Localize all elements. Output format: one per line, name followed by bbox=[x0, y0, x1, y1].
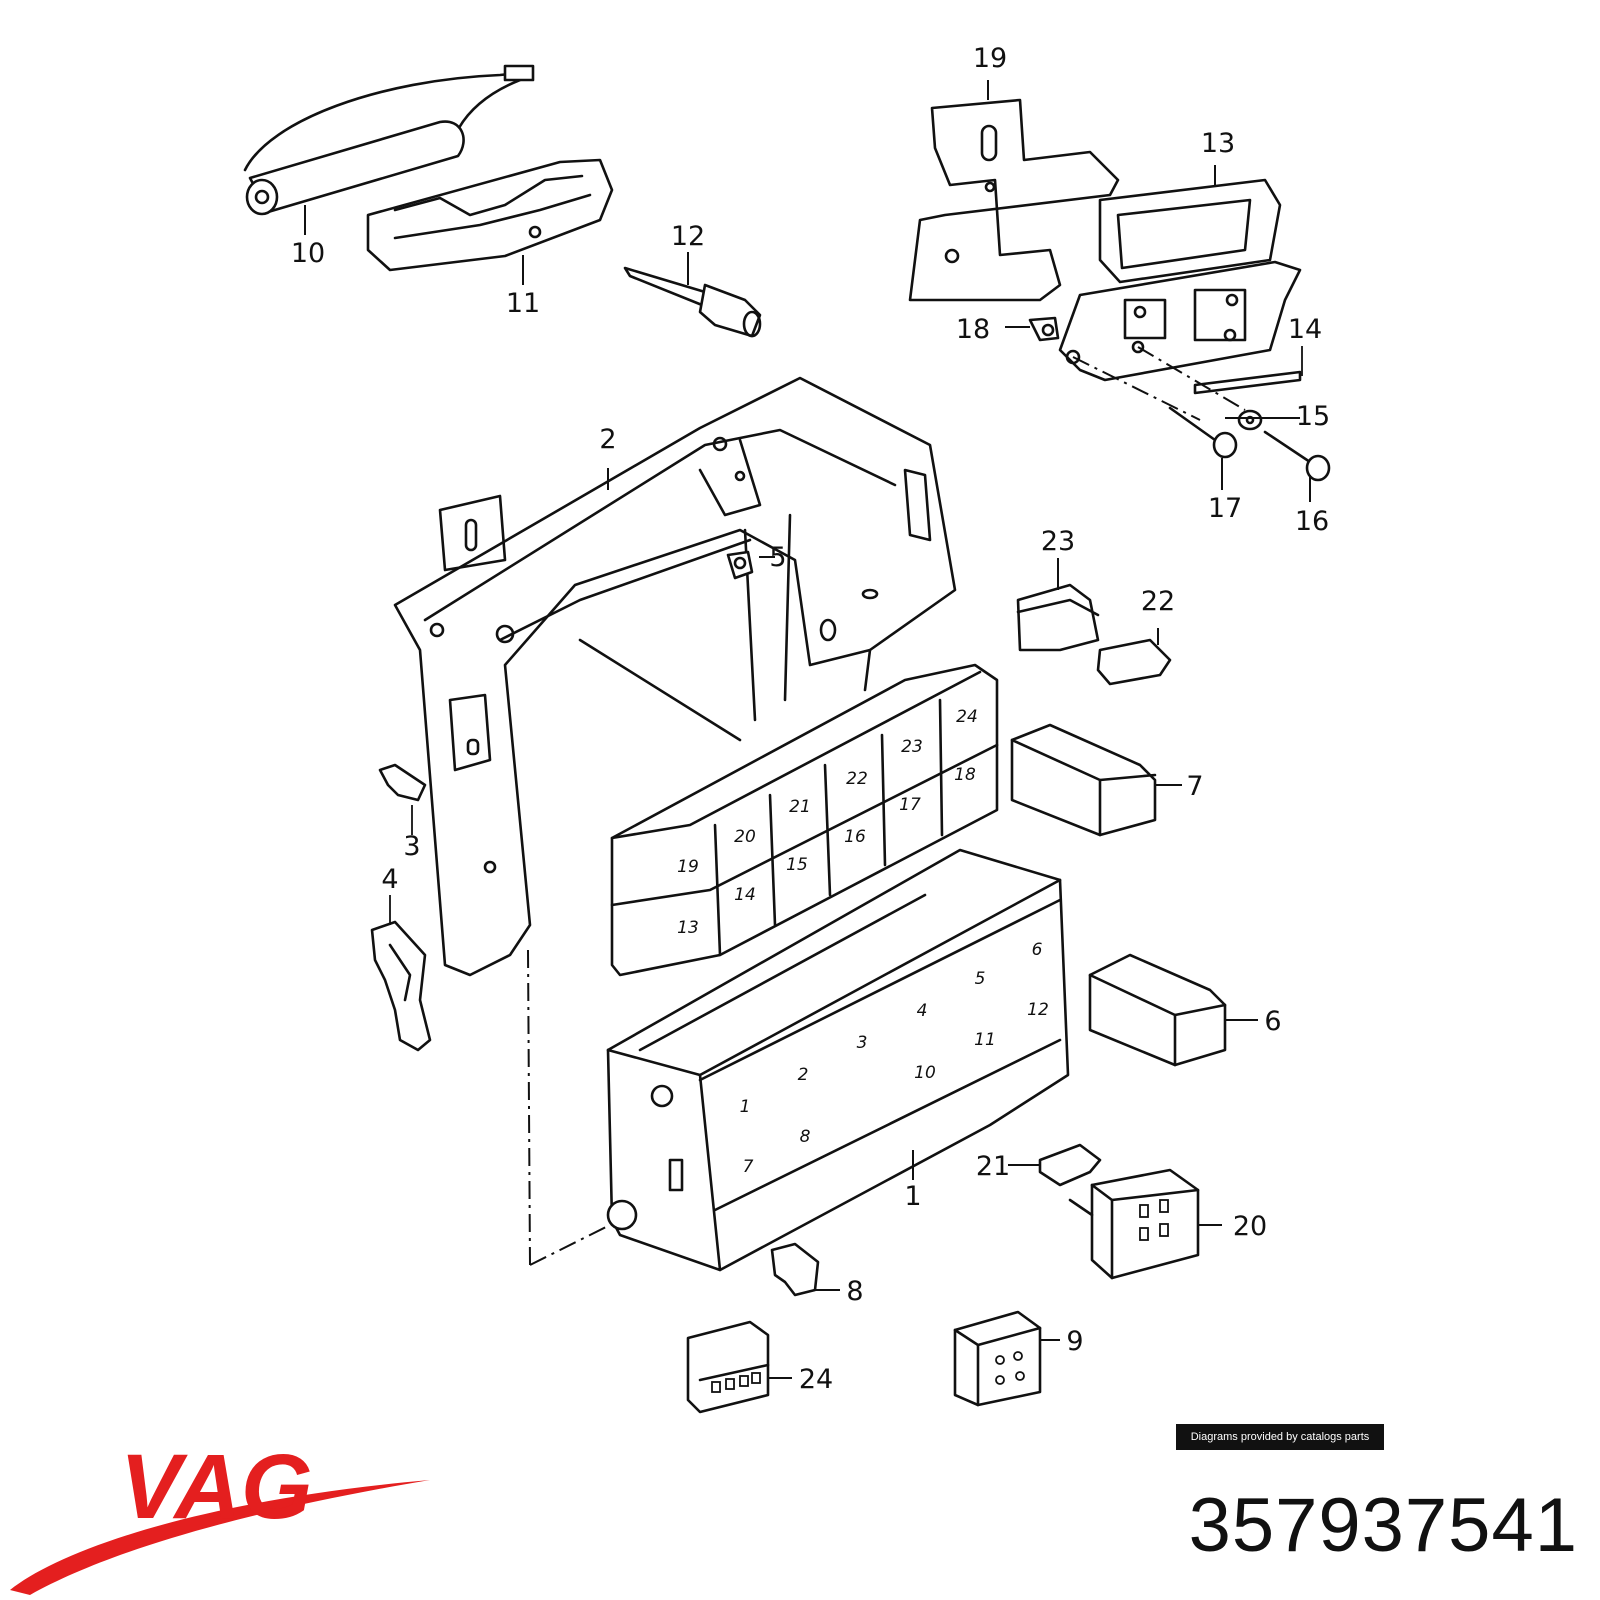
callout-1: 1 bbox=[904, 1181, 921, 1212]
relay-slot-22: 22 bbox=[846, 769, 868, 789]
vag-logo: VAG bbox=[10, 1440, 430, 1595]
callout-8: 8 bbox=[846, 1276, 863, 1307]
relay-slot-15: 15 bbox=[786, 855, 808, 875]
relay-slot-19: 19 bbox=[677, 857, 699, 877]
fuse-slot-3: 3 bbox=[857, 1033, 868, 1053]
part-9-connector bbox=[953, 1310, 1042, 1407]
callout-11: 11 bbox=[506, 288, 540, 319]
part-15-washer bbox=[1237, 409, 1263, 431]
fuse-slot-11: 11 bbox=[974, 1030, 996, 1050]
part-14-strip bbox=[1193, 346, 1303, 395]
fuse-slot-4: 4 bbox=[917, 1001, 928, 1021]
callout-24: 24 bbox=[799, 1364, 833, 1395]
part-19-bracket bbox=[908, 98, 1120, 302]
relay-slot-labels: 13 14 15 16 17 18 19 20 21 22 23 24 bbox=[677, 707, 978, 938]
callout-2: 2 bbox=[599, 424, 616, 455]
fuse-slot-10: 10 bbox=[914, 1063, 936, 1083]
callout-18: 18 bbox=[956, 314, 990, 345]
relay-slot-17: 17 bbox=[899, 795, 921, 815]
callout-22: 22 bbox=[1141, 586, 1175, 617]
callout-leaders bbox=[304, 80, 1311, 1379]
part-10-cylinder bbox=[243, 64, 535, 216]
part-17-screw bbox=[1168, 406, 1238, 459]
callout-19: 19 bbox=[973, 43, 1007, 74]
callout-15: 15 bbox=[1296, 401, 1330, 432]
callout-13: 13 bbox=[1201, 128, 1235, 159]
callout-20: 20 bbox=[1233, 1211, 1267, 1242]
callout-14: 14 bbox=[1288, 314, 1322, 345]
relay-slot-20: 20 bbox=[734, 827, 756, 847]
relay-slot-16: 16 bbox=[844, 827, 866, 847]
relay-slot-24: 24 bbox=[956, 707, 978, 727]
fuse-slot-7: 7 bbox=[743, 1157, 754, 1177]
callout-10: 10 bbox=[291, 238, 325, 269]
relay-slot-23: 23 bbox=[901, 737, 923, 757]
part-23-connector bbox=[1016, 583, 1100, 652]
fuse-slot-1: 1 bbox=[740, 1097, 751, 1117]
fuse-slot-2: 2 bbox=[798, 1065, 809, 1085]
part-18-clip bbox=[1028, 316, 1060, 342]
part-number: 357937541 bbox=[1188, 1483, 1578, 1568]
callout-9: 9 bbox=[1066, 1326, 1083, 1357]
part-8-clip bbox=[770, 1242, 820, 1297]
callout-17: 17 bbox=[1208, 493, 1242, 524]
fuse-slot-5: 5 bbox=[975, 969, 986, 989]
relay-slot-18: 18 bbox=[954, 765, 976, 785]
part-13-plate bbox=[1058, 178, 1302, 421]
part-22-connector bbox=[1096, 638, 1172, 686]
fuse-slot-12: 12 bbox=[1027, 1000, 1049, 1020]
callout-6: 6 bbox=[1264, 1006, 1281, 1037]
callout-7: 7 bbox=[1186, 771, 1203, 802]
fuse-slot-6: 6 bbox=[1032, 940, 1043, 960]
credit-banner: Diagrams provided by catalogs parts bbox=[1176, 1424, 1384, 1450]
callout-5: 5 bbox=[769, 542, 786, 573]
callout-23: 23 bbox=[1041, 526, 1075, 557]
part-20-connector bbox=[1068, 1168, 1200, 1280]
relay-block bbox=[610, 663, 999, 977]
part-3-clip bbox=[378, 763, 427, 835]
part-2-main-bracket bbox=[393, 376, 957, 1266]
part-21-fuse bbox=[1038, 1143, 1102, 1187]
callout-3: 3 bbox=[403, 831, 420, 862]
logo-wordmark: VAG bbox=[120, 1440, 313, 1538]
callout-21: 21 bbox=[976, 1151, 1010, 1182]
relay-slot-13: 13 bbox=[677, 918, 699, 938]
part-7-relay bbox=[1010, 723, 1157, 837]
callout-16: 16 bbox=[1295, 506, 1329, 537]
part-6-relay bbox=[1088, 953, 1227, 1067]
part-4-clip bbox=[370, 895, 432, 1052]
part-12-pin bbox=[623, 266, 762, 338]
part-11-holder bbox=[366, 158, 614, 272]
part-24-connector bbox=[686, 1320, 770, 1414]
relay-slot-21: 21 bbox=[789, 797, 811, 817]
callout-4: 4 bbox=[381, 864, 398, 895]
part-1-fuse-block bbox=[606, 848, 1070, 1272]
part-16-screw bbox=[1263, 430, 1331, 482]
fuse-slot-8: 8 bbox=[800, 1127, 811, 1147]
callout-12: 12 bbox=[671, 221, 705, 252]
relay-slot-14: 14 bbox=[734, 885, 756, 905]
part-5-nut bbox=[726, 550, 754, 580]
